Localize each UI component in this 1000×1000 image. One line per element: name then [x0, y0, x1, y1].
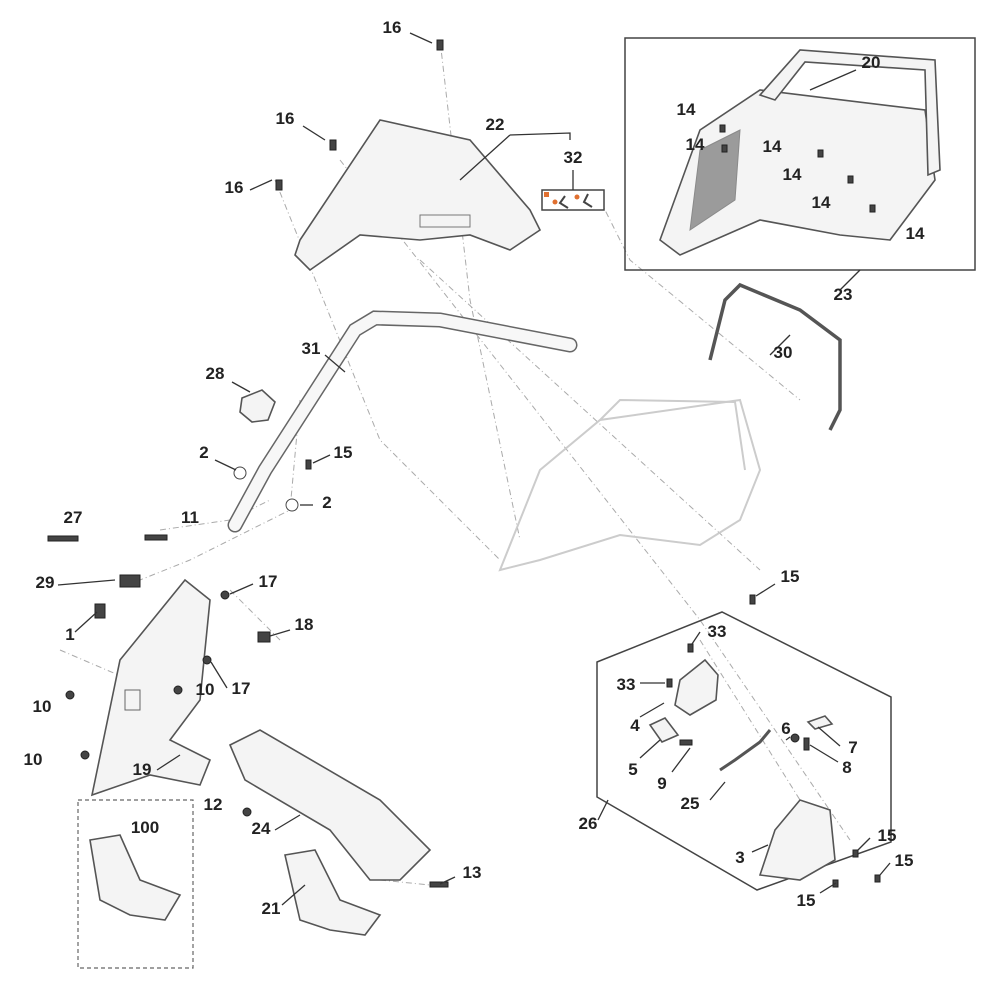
callout-label: 13: [463, 863, 482, 882]
control-parts: [648, 658, 836, 881]
plate-4: [674, 658, 719, 716]
callout-label: 14: [783, 165, 802, 184]
callout-label: 14: [677, 100, 696, 119]
callout-label: 27: [64, 508, 83, 527]
callout-label: 28: [206, 364, 225, 383]
callout-label: 7: [848, 738, 857, 757]
callout-label: 5: [628, 760, 637, 779]
callout-label: 30: [774, 343, 793, 362]
callout-label: 15: [895, 851, 914, 870]
callout-label: 25: [681, 794, 700, 813]
callout-label: 9: [657, 774, 666, 793]
callout-label: 16: [276, 109, 295, 128]
callout-labels: 16 16 16 22 32 20 14 14 14 14 14 14 23 3…: [24, 18, 925, 918]
callout-label: 29: [36, 573, 55, 592]
callout-label: 15: [781, 567, 800, 586]
callout-label: 19: [133, 760, 152, 779]
knob-28: [239, 389, 276, 423]
callout-label: 11: [181, 508, 199, 527]
callout-label: 21: [262, 899, 281, 918]
callout-label: 22: [486, 115, 505, 134]
callout-label: 15: [878, 826, 897, 845]
callout-label: 26: [579, 814, 598, 833]
cover-24: [228, 729, 432, 881]
upper-cover-22: [294, 119, 542, 272]
bail-bar-30: [708, 282, 842, 431]
callout-label: 10: [33, 697, 52, 716]
callout-label: 16: [225, 178, 244, 197]
callout-label: 2: [322, 493, 331, 512]
cable-25: [719, 729, 772, 772]
callout-label: 4: [630, 716, 640, 735]
callout-label: 14: [763, 137, 782, 156]
leader-lines: [57, 32, 891, 906]
base-bracket-100: [89, 834, 182, 921]
callout-label: 3: [735, 848, 744, 867]
callout-label: 10: [24, 750, 43, 769]
cable-clip-kit-32: [541, 189, 605, 211]
callout-label: 14: [686, 135, 705, 154]
left-bracket-19: [90, 578, 212, 797]
callout-label: 33: [617, 675, 636, 694]
callout-label: 12: [204, 795, 223, 814]
callout-label: 10: [196, 680, 215, 699]
callout-label: 20: [862, 53, 881, 72]
handlebar-tube-31: [227, 310, 578, 533]
callout-label: 32: [564, 148, 583, 167]
callout-label: 18: [295, 615, 314, 634]
inset-box-handle-assembly: [624, 37, 976, 271]
ghost-handle-assembly: [498, 398, 762, 572]
callout-label: 17: [232, 679, 251, 698]
callout-label: 1: [65, 625, 74, 644]
callout-label: 16: [383, 18, 402, 37]
callout-label: 24: [252, 819, 271, 838]
lever-7: [806, 715, 834, 730]
callout-label: 15: [797, 891, 816, 910]
base-bracket-21: [284, 849, 382, 936]
inset-hexagon-control-kit: [596, 611, 892, 891]
callout-label: 33: [708, 622, 727, 641]
fasteners: [47, 39, 881, 888]
callout-label: 31: [302, 339, 321, 358]
callout-label: 15: [334, 443, 353, 462]
callout-label: 100: [131, 818, 159, 837]
handle-assembly-inset: [659, 49, 941, 256]
housing-3: [758, 799, 836, 881]
callout-label: 14: [812, 193, 831, 212]
callout-label: 2: [199, 443, 208, 462]
callout-label: 17: [259, 572, 278, 591]
optional-part-box: [77, 799, 194, 969]
callout-label: 8: [842, 758, 851, 777]
pin-5: [648, 717, 680, 743]
callout-label: 23: [834, 285, 853, 304]
callout-label: 14: [906, 224, 925, 243]
callout-label: 6: [781, 719, 790, 738]
